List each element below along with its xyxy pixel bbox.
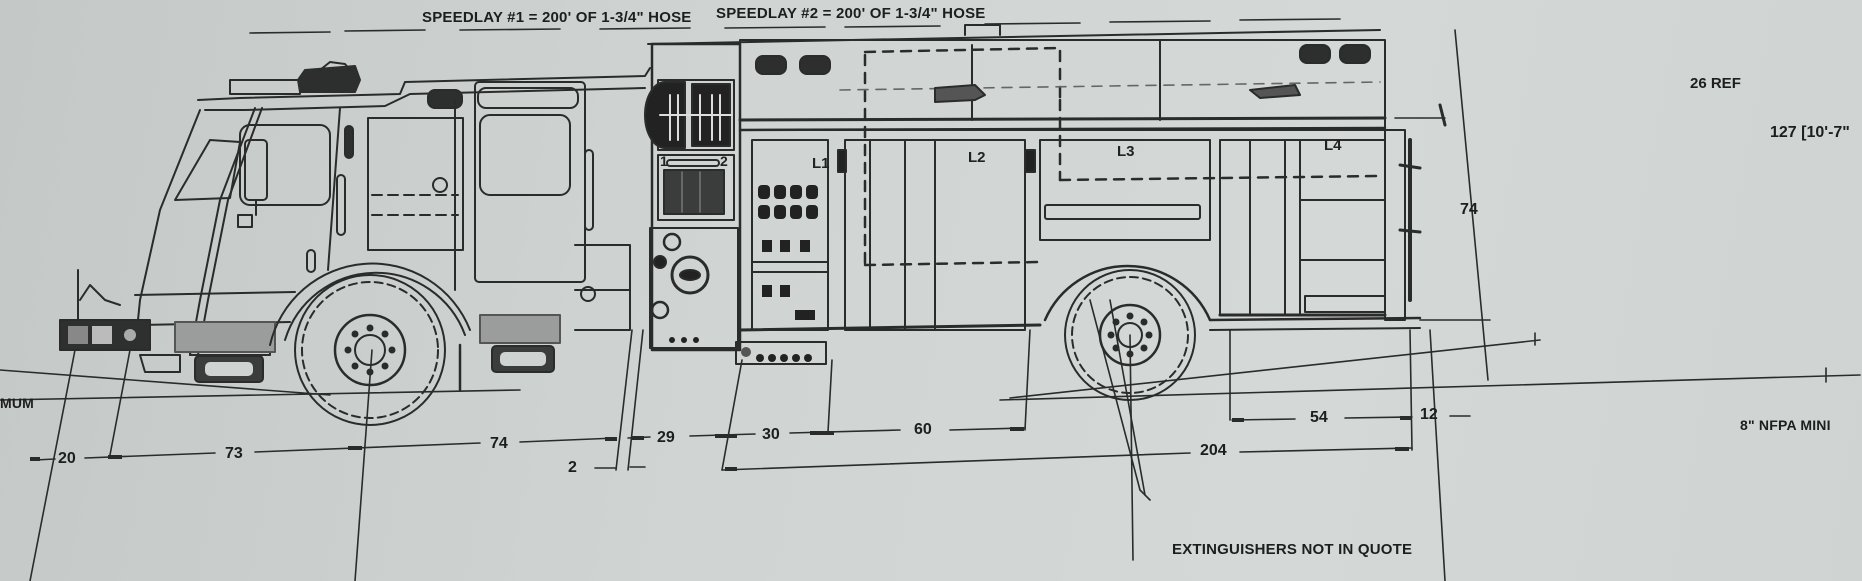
dim-rear-overhang: 12 xyxy=(1420,406,1438,423)
dim-pump-gap: 2 xyxy=(568,459,577,476)
speedlay-1-note: SPEEDLAY #1 = 200' OF 1-3/4" HOSE xyxy=(422,9,692,26)
dim-l2-width: 60 xyxy=(914,421,932,438)
front-wheel xyxy=(269,262,471,426)
compartment-l3-label: L3 xyxy=(1117,143,1135,160)
compartment-l2-label: L2 xyxy=(968,149,986,166)
dim-l1-width: 30 xyxy=(762,426,780,443)
dim-cab-to-pump: 74 xyxy=(490,435,508,452)
dim-overall-height: 127 [10'-7" xyxy=(1770,124,1850,141)
pump-panel xyxy=(644,29,1381,365)
compartment-l1-label: L1 xyxy=(812,155,830,172)
extinguishers-note: EXTINGUISHERS NOT IN QUOTE xyxy=(1172,541,1413,558)
dim-front-overhang: 20 xyxy=(58,450,76,467)
note-underlines xyxy=(249,18,1341,34)
dim-wheelbase: 204 xyxy=(1200,442,1227,459)
left-clearance-note: MUM xyxy=(0,395,35,411)
dim-front-axle: 73 xyxy=(225,445,243,462)
cab-outline xyxy=(59,61,651,383)
nfpa-ground-clearance-note: 8" NFPA MINI xyxy=(1740,417,1831,433)
dimension-lines xyxy=(0,29,1861,581)
dim-rear-compartment: 54 xyxy=(1310,409,1328,426)
rear-wheel xyxy=(1043,264,1212,401)
dim-pump-panel: 29 xyxy=(657,429,675,446)
speedlay-1-marker: 1 xyxy=(660,153,668,169)
speedlay-2-note: SPEEDLAY #2 = 200' OF 1-3/4" HOSE xyxy=(716,5,986,22)
body-outline xyxy=(738,24,1422,332)
arrowheads: + xyxy=(30,416,1412,471)
dim-top-ref: 26 REF xyxy=(1690,75,1741,92)
speedlay-2-marker: 2 xyxy=(720,153,728,169)
compartment-l4-label: L4 xyxy=(1324,137,1342,154)
dim-body-height: 74 xyxy=(1460,201,1478,218)
